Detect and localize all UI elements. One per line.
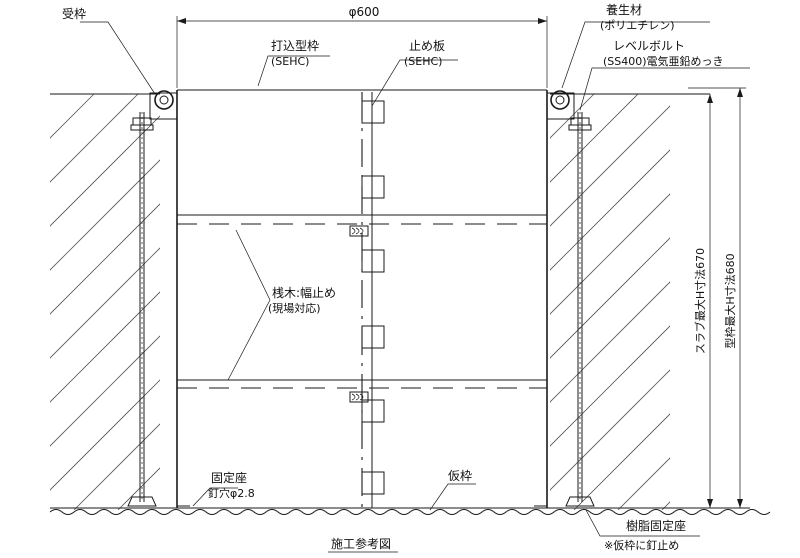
hatch-line (50, 203, 160, 315)
hatch-line (50, 247, 160, 359)
formwork-height-label: 型枠最大H寸法680 (723, 253, 737, 348)
resin-seat-note: ※仮枠に釘止め (604, 538, 679, 552)
leader-lines (80, 21, 750, 537)
slab-height-label: スラブ最大H寸法670 (693, 248, 707, 354)
hatch-line (50, 379, 160, 491)
hatch-line (550, 237, 670, 359)
receiving-frame-right (546, 90, 575, 120)
slab-height-dimension (707, 94, 713, 508)
hatch-line (550, 105, 670, 227)
driven-formwork-label: 打込型枠 (271, 39, 319, 53)
stop-plate-label: 止め板 (409, 39, 445, 53)
right-slab-hatch (550, 94, 670, 510)
hatch-line (550, 369, 670, 491)
hatch-line (73, 423, 160, 510)
level-bolt-left (127, 112, 157, 507)
diagram-title: 施工参考図 (331, 536, 391, 551)
crossbar-label: 桟木:幅止め (272, 285, 336, 300)
crossbar-note: (現場対応) (268, 301, 321, 315)
temporary-frame-label: 仮枠 (448, 469, 472, 483)
level-bolt-spec: (SS400)電気亜鉛めっき (603, 54, 724, 68)
hatch-line (573, 413, 670, 510)
crossbar-lower (177, 379, 547, 403)
stop-plate-material: (SEHC) (404, 55, 442, 68)
hatch-line (550, 94, 595, 139)
hatch-line (50, 335, 160, 447)
crossbar-upper (177, 214, 547, 237)
resin-seat-label: 樹脂固定座 (626, 518, 686, 533)
level-bolt-label: レベルボルト (613, 39, 685, 53)
hatch-line (117, 467, 160, 510)
protective-material-label: 養生材 (606, 2, 642, 17)
hatch-line (550, 281, 670, 403)
hatch-line (50, 94, 95, 139)
fixing-seat-right (534, 494, 548, 507)
hatch-line (50, 291, 160, 403)
temporary-frame-line (49, 509, 771, 515)
hatch-line (550, 94, 551, 95)
hatch-line (50, 94, 139, 183)
hatch-line (550, 94, 639, 183)
hatch-line (550, 149, 670, 271)
stop-plate-tabs (361, 100, 385, 495)
diameter-dimension (176, 16, 548, 88)
hatch-line (50, 115, 160, 227)
formwork-height-dimension (688, 87, 746, 508)
hatch-line (550, 325, 670, 447)
left-slab-hatch (50, 94, 160, 510)
driven-formwork-cylinder (176, 89, 548, 508)
level-bolt-right (565, 112, 595, 507)
protective-material-spec: (ポリエチレン) (600, 19, 675, 32)
hatch-line (50, 94, 51, 95)
hatch-line (617, 457, 670, 510)
driven-formwork-material: (SEHC) (271, 55, 309, 68)
receiving-frame-label: 受枠 (62, 7, 86, 21)
fixing-seat-spec: 釘穴φ2.8 (208, 486, 255, 500)
fixing-seat-label: 固定座 (211, 470, 247, 485)
hatch-line (50, 159, 160, 271)
fixing-seat-left (176, 494, 190, 507)
receiving-frame-left (149, 90, 178, 120)
diameter-label: φ600 (349, 5, 380, 19)
hatch-line (550, 193, 670, 315)
